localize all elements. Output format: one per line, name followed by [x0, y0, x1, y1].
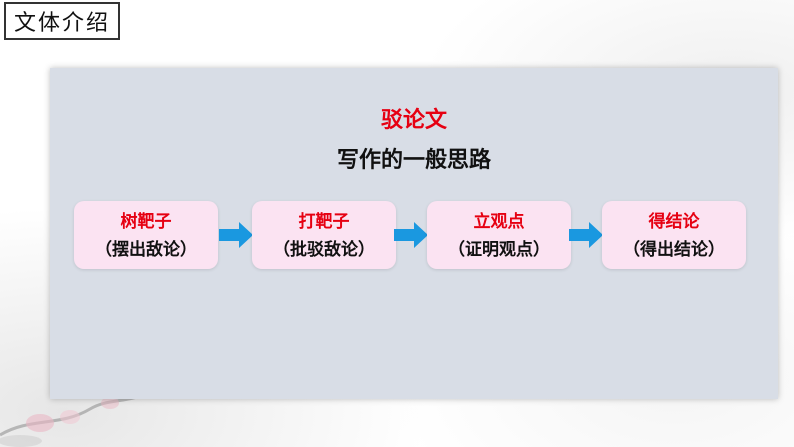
step-title: 得结论 — [648, 212, 700, 231]
slide-title: 文体介绍 — [4, 2, 120, 40]
step-box-2: 打靶子 （批驳敌论） — [252, 201, 396, 269]
sub-heading: 写作的一般思路 — [336, 147, 491, 172]
step-subtitle: （摆出敌论） — [95, 240, 197, 259]
step-subtitle: （证明观点） — [448, 240, 550, 259]
right-arrow-icon — [394, 222, 428, 248]
step-box-3: 立观点 （证明观点） — [427, 201, 571, 269]
right-arrow-icon — [219, 222, 253, 248]
step-box-1: 树靶子 （摆出敌论） — [74, 201, 218, 269]
step-box-4: 得结论 （得出结论） — [602, 201, 746, 269]
right-arrow-icon — [569, 222, 603, 248]
step-subtitle: （得出结论） — [623, 240, 725, 259]
step-title: 打靶子 — [298, 212, 350, 231]
step-title: 树靶子 — [120, 212, 172, 231]
main-heading: 驳论文 — [380, 107, 447, 132]
step-title: 立观点 — [473, 212, 525, 231]
content-panel: 驳论文 写作的一般思路 树靶子 （摆出敌论） 打靶子 （批驳敌论） 立观点 （证… — [50, 68, 778, 399]
step-subtitle: （批驳敌论） — [273, 240, 375, 259]
